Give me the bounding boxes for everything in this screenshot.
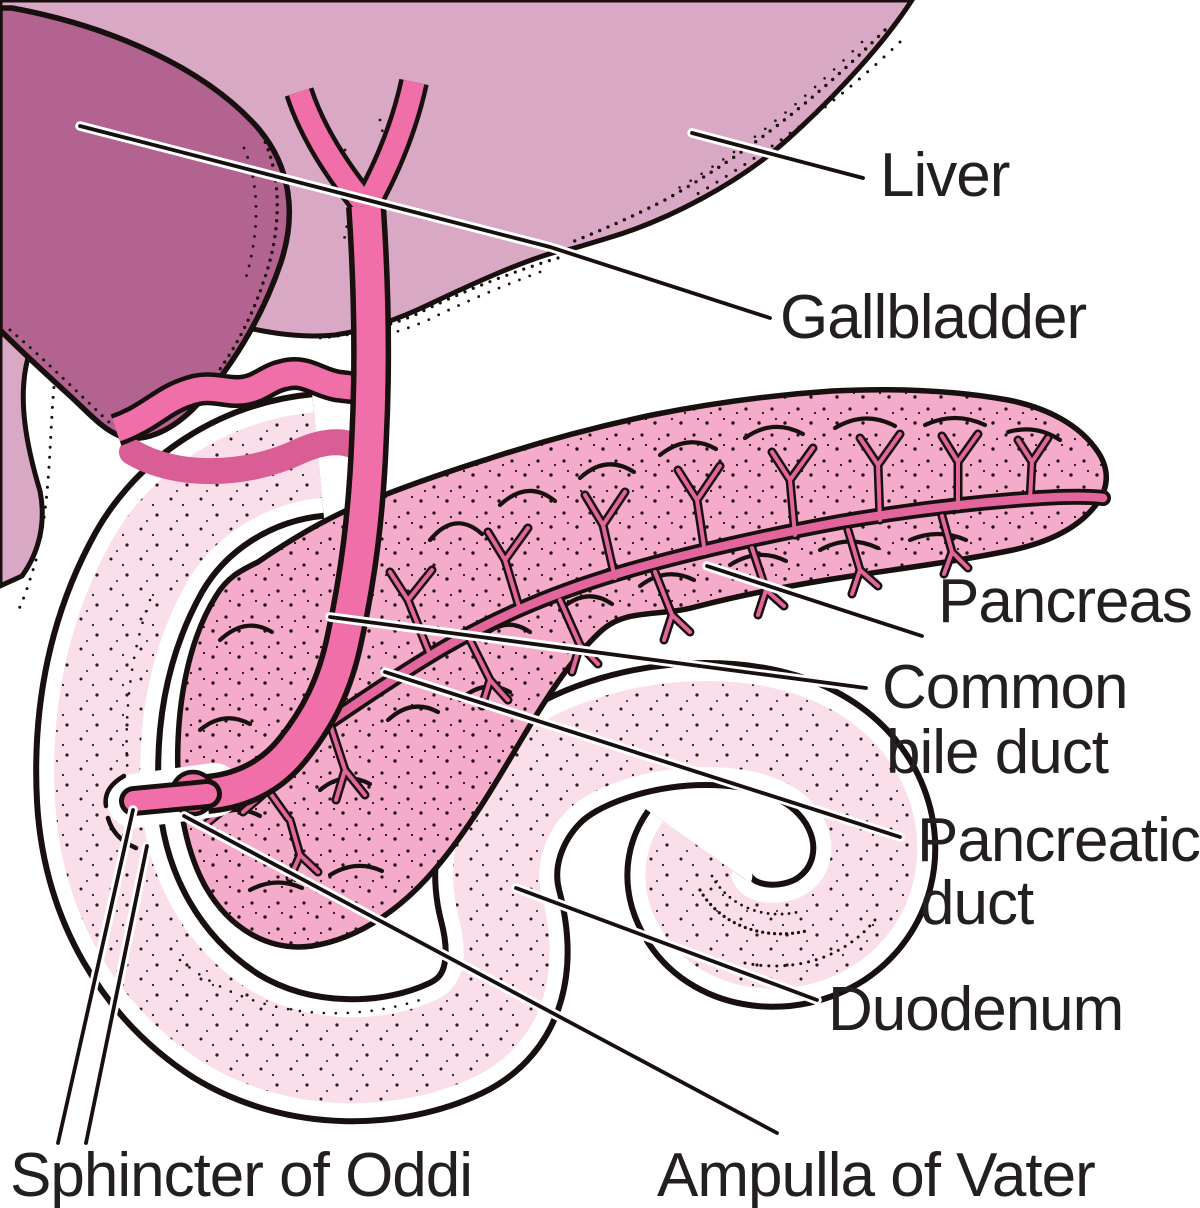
leader-lines <box>53 121 927 1148</box>
duodenum-stipple-texture <box>125 598 880 1015</box>
liver-label: Liver <box>880 141 1010 210</box>
sphincter-of-oddi-leader-line-1 <box>56 808 135 1145</box>
gallbladder-leader-line <box>78 124 772 320</box>
ampulla-of-vater-label: Ampulla of Vater <box>657 1141 1095 1208</box>
gallbladder-shape <box>0 5 292 442</box>
bile-duct-system <box>103 78 429 851</box>
common-bile-duct-label-line2: bile duct <box>886 718 1109 787</box>
pancreas-shape <box>174 386 1109 950</box>
cystic-duct-shadow <box>119 429 376 485</box>
pancreatic-duct-label-line1: Pancreatic <box>917 806 1200 875</box>
sphincter-wall-arcs <box>103 773 139 851</box>
labels: Liver Gallbladder Pancreas Common bile d… <box>10 141 1200 1208</box>
duodenum-leader-line <box>514 886 819 1002</box>
pancreas-leader-line <box>705 564 924 638</box>
ampulla-of-vater-leader-line <box>182 814 779 1135</box>
common-bile-duct-label-line1: Common <box>882 653 1128 722</box>
papilla-tip <box>124 784 217 811</box>
liver-leader-line <box>690 131 865 180</box>
duodenum-label: Duodenum <box>828 975 1123 1044</box>
gallbladder-label: Gallbladder <box>780 283 1086 352</box>
sphincter-of-oddi-label: Sphincter of Oddi <box>10 1141 472 1208</box>
sphincter-of-oddi-leader-line-2 <box>84 844 149 1145</box>
gallbladder-stipple-texture <box>8 133 279 427</box>
common-bile-duct-leader-line <box>328 615 868 690</box>
pancreatic-duct-leader-line <box>383 670 902 839</box>
cystic-duct <box>111 361 374 442</box>
pancreatic-duct-label-line2: duct <box>920 869 1034 938</box>
duodenum-lumen <box>54 412 918 1104</box>
gallbladder-organ <box>0 5 292 442</box>
common-bile-duct <box>205 205 386 809</box>
pancreas-label: Pancreas <box>938 567 1192 636</box>
duodenum-organ <box>33 391 939 1125</box>
